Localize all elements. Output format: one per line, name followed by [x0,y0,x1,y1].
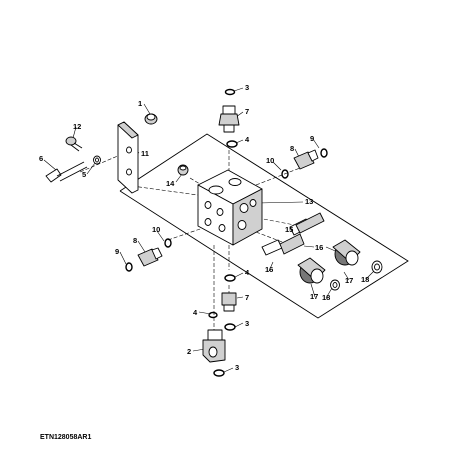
mounting-bracket [117,121,139,194]
callout-18-upper: 18 [361,275,369,284]
callout-3-top: 3 [245,83,249,92]
callout-18-lower: 18 [322,293,330,302]
callout-17-lower: 17 [310,292,318,301]
callout-13: 13 [305,197,313,206]
callout-16-upper: 16 [315,243,323,252]
callout-8-left: 8 [133,236,137,245]
callout-9-right: 9 [310,134,314,143]
cap [144,113,158,125]
callout-4-bottom: 4 [193,308,198,317]
callout-6: 6 [39,154,43,163]
elbow-fitting [202,329,226,363]
screw [65,136,83,152]
o-rings [125,88,328,377]
callout-4-mid: 4 [245,268,250,277]
mounting-plate-outline [119,133,409,319]
solenoid-coil-upper [332,239,361,266]
fitting-top [218,105,240,133]
callout-7-bottom: 7 [245,293,249,302]
callout-17-upper: 17 [345,276,353,285]
callout-8-right: 8 [290,144,294,153]
callout-14: 14 [166,179,175,188]
callout-3-mid: 3 [245,319,249,328]
solenoid-coil-lower [297,257,326,284]
nut-lower [330,279,340,291]
cartridge-valve-upper [289,212,325,236]
callout-10-right: 10 [266,156,274,165]
valve-block [197,169,263,246]
callout-2: 2 [187,347,191,356]
callout-labels: 1 3 7 4 12 11 9 8 10 6 5 14 13 15 16 16 … [39,83,369,372]
nut-upper [371,260,383,274]
fitting-bottom [221,292,237,312]
cartridge-valve-lower [261,233,305,256]
callout-9-left: 9 [115,247,119,256]
fitting-right [293,149,319,170]
fitting-left [137,247,163,267]
callout-4-top: 4 [245,135,250,144]
callout-1: 1 [138,99,142,108]
bolt [45,161,88,183]
callout-12: 12 [73,122,81,131]
callout-16-lower: 16 [265,265,273,274]
callout-3-bottom: 3 [235,363,239,372]
callout-10-left: 10 [152,225,160,234]
callout-15: 15 [285,225,293,234]
assembly-lines [79,150,301,330]
plug [177,164,189,176]
callout-5: 5 [82,170,86,179]
callout-7-top: 7 [245,107,249,116]
figure-id: ETN128058AR1 [40,434,91,441]
washer [93,155,101,165]
callout-11: 11 [141,149,149,158]
